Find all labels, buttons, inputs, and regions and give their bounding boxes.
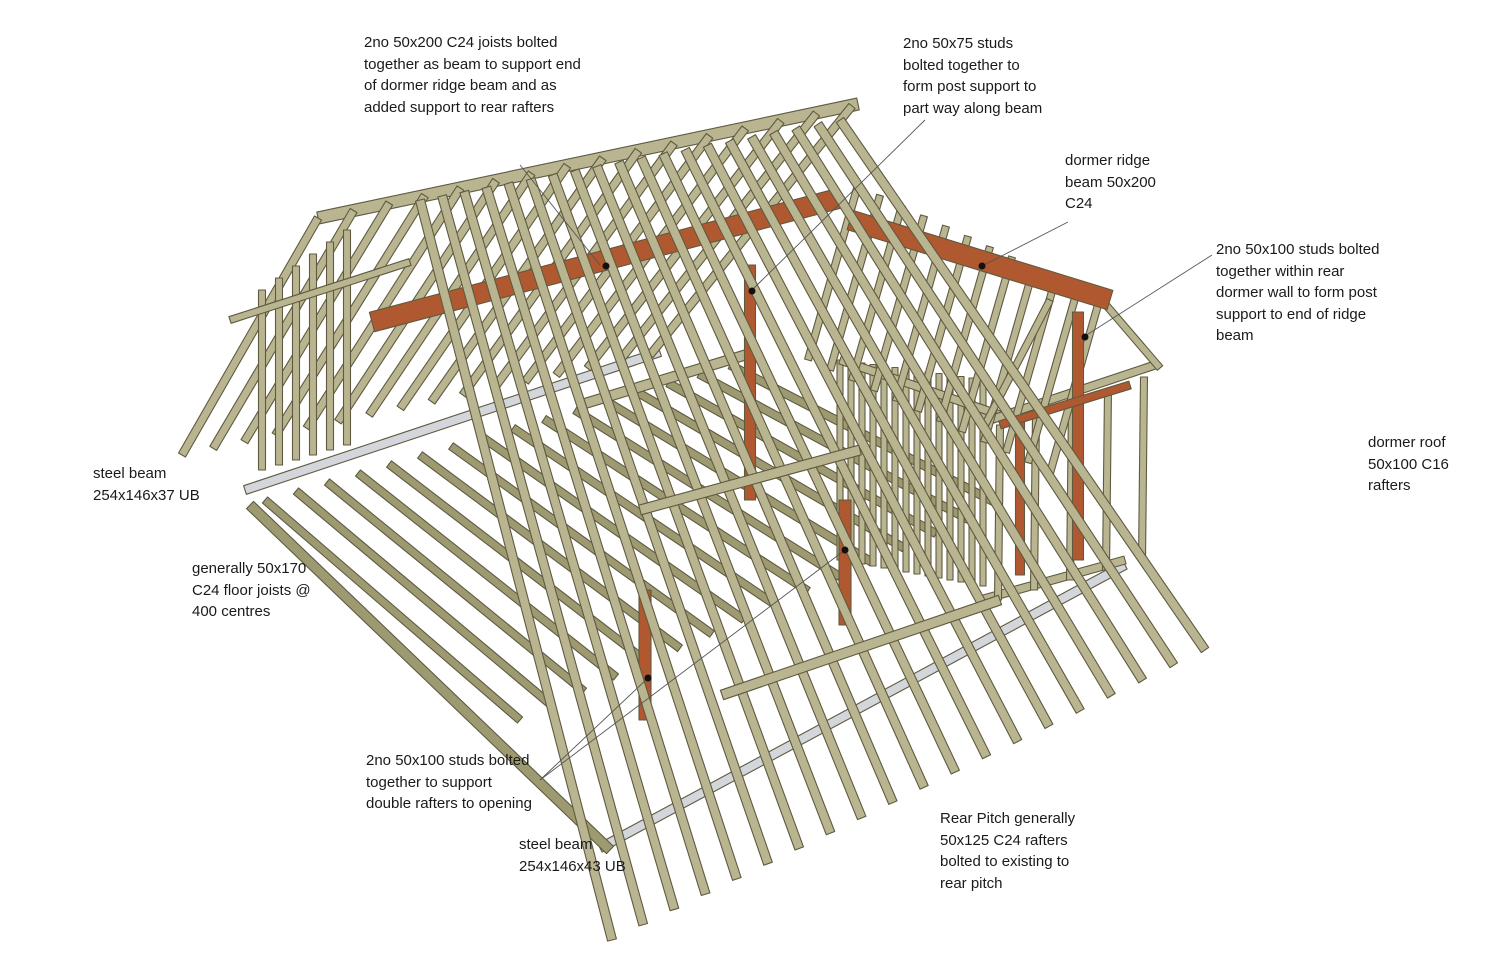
rear-pitch-rafter (747, 134, 1085, 714)
leader-opening-studs-1 (539, 549, 846, 781)
rear-pitch-rafter (481, 185, 711, 897)
rear-lintel-highlight (998, 380, 1132, 430)
rear-purlin (638, 444, 862, 516)
rear-pitch-rafter (791, 125, 1147, 684)
leader-dot (644, 674, 652, 682)
leader-opening-studs-2 (539, 677, 649, 781)
leader-beam-joists (519, 164, 601, 266)
floor-edge-joist (245, 500, 615, 855)
leader-rear-wall-studs (1084, 254, 1213, 337)
gable-collar (228, 258, 412, 324)
leader-lines (519, 119, 1213, 781)
rear-pitch-rafter (415, 198, 617, 942)
leader-dot (841, 546, 849, 554)
rear-pitch-rafter (459, 189, 680, 912)
rear-pitch-rafter (569, 168, 836, 836)
leader-studs-75 (751, 119, 926, 291)
rear-collar (719, 594, 1003, 701)
front-pitch-rafter (177, 215, 323, 458)
floor-joist (323, 478, 588, 695)
gable-stud (342, 229, 352, 446)
gable-stud (274, 277, 284, 466)
leader-dot (602, 262, 610, 270)
gable-stud (308, 253, 318, 456)
front-pitch-rafter (209, 207, 358, 451)
gable-stud (291, 265, 301, 461)
gable-stud (325, 241, 335, 451)
rear-pitch-rafter (702, 142, 1023, 745)
rear-post-highlight (1071, 311, 1085, 561)
rear-pitch-rafter (592, 164, 867, 821)
dormer-rear-stud (1137, 376, 1149, 561)
rear-pitch-rafter (503, 181, 742, 881)
rear-pitch-rafter (813, 121, 1179, 669)
rear-pitch-rafter (547, 172, 805, 851)
floor-joist (261, 496, 524, 724)
rear-pitch-rafter (724, 138, 1054, 730)
leader-ridge-beam (981, 221, 1069, 267)
rear-pitch-rafter (835, 116, 1210, 654)
rear-pitch-rafter (437, 194, 649, 927)
leader-dot (1081, 333, 1089, 341)
gable-stud (257, 289, 267, 471)
rear-pitch-rafter (525, 176, 773, 866)
rear-pitch-rafters (415, 116, 1210, 942)
rear-pitch-rafter (769, 129, 1116, 699)
leader-dot (748, 287, 756, 295)
leader-dot (978, 262, 986, 270)
dormer-rear-stud (1101, 388, 1113, 571)
